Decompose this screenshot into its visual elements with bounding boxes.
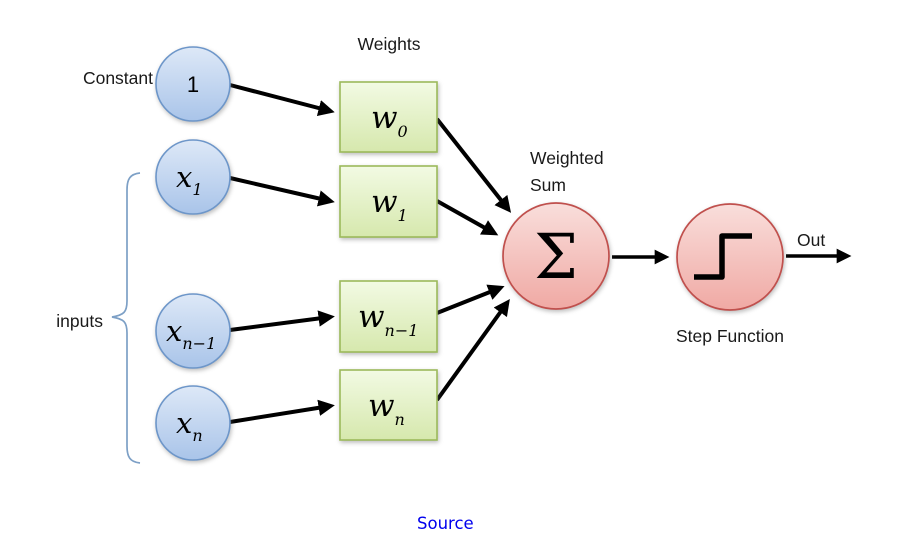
input-node-layer: 1 x1 xn−1 xn (155, 46, 231, 461)
input-node-xn-label: xn (176, 406, 203, 445)
input-node-xn1 (155, 293, 231, 369)
weight-box-layer: w0 w1 wn−1 wn (339, 81, 438, 441)
input-node-xn1-label: xn−1 (166, 314, 216, 353)
sum-symbol: Σ (534, 220, 578, 293)
out-label: Out (797, 230, 825, 250)
arrow-xn1-to-wn1 (229, 310, 335, 332)
weights-label: Weights (358, 34, 421, 54)
weight-box-w1 (339, 165, 438, 238)
step-node (676, 203, 784, 311)
input-node-x1 (155, 139, 231, 215)
input-node-x1-label: x1 (176, 160, 203, 199)
arrow-wn1-to-sum (436, 284, 505, 315)
weight-box-w0-label: w0 (371, 100, 408, 141)
source-link[interactable]: Source (417, 514, 474, 533)
weight-box-wn1-label: wn−1 (358, 299, 418, 340)
arrow-w0-to-sum (435, 117, 512, 213)
input-node-constant (155, 46, 231, 122)
constant-label: Constant (83, 68, 153, 88)
sum-node (502, 202, 610, 310)
arrow-x1-to-w1 (229, 176, 335, 207)
weighted-sum-label-line2: Sum (530, 175, 566, 195)
step-function-icon (694, 233, 752, 280)
weight-box-wn (339, 369, 438, 441)
step-function-label: Step Function (676, 326, 784, 346)
arrow-layer (229, 83, 852, 424)
weighted-sum-label-line1: Weighted (530, 148, 604, 168)
arrow-w1-to-sum (436, 199, 499, 236)
inputs-label: inputs (56, 311, 103, 331)
weight-box-w1-label: w1 (371, 184, 408, 225)
weight-box-wn-label: wn (368, 388, 405, 429)
inputs-brace (111, 172, 141, 464)
arrow-xn-to-wn (229, 399, 335, 424)
input-node-constant-label: 1 (187, 72, 199, 97)
input-node-xn (155, 385, 231, 461)
arrow-constant-to-w0 (229, 83, 335, 117)
weight-box-wn1 (339, 280, 438, 353)
weight-box-w0 (339, 81, 438, 153)
arrow-wn-to-sum (435, 299, 510, 402)
